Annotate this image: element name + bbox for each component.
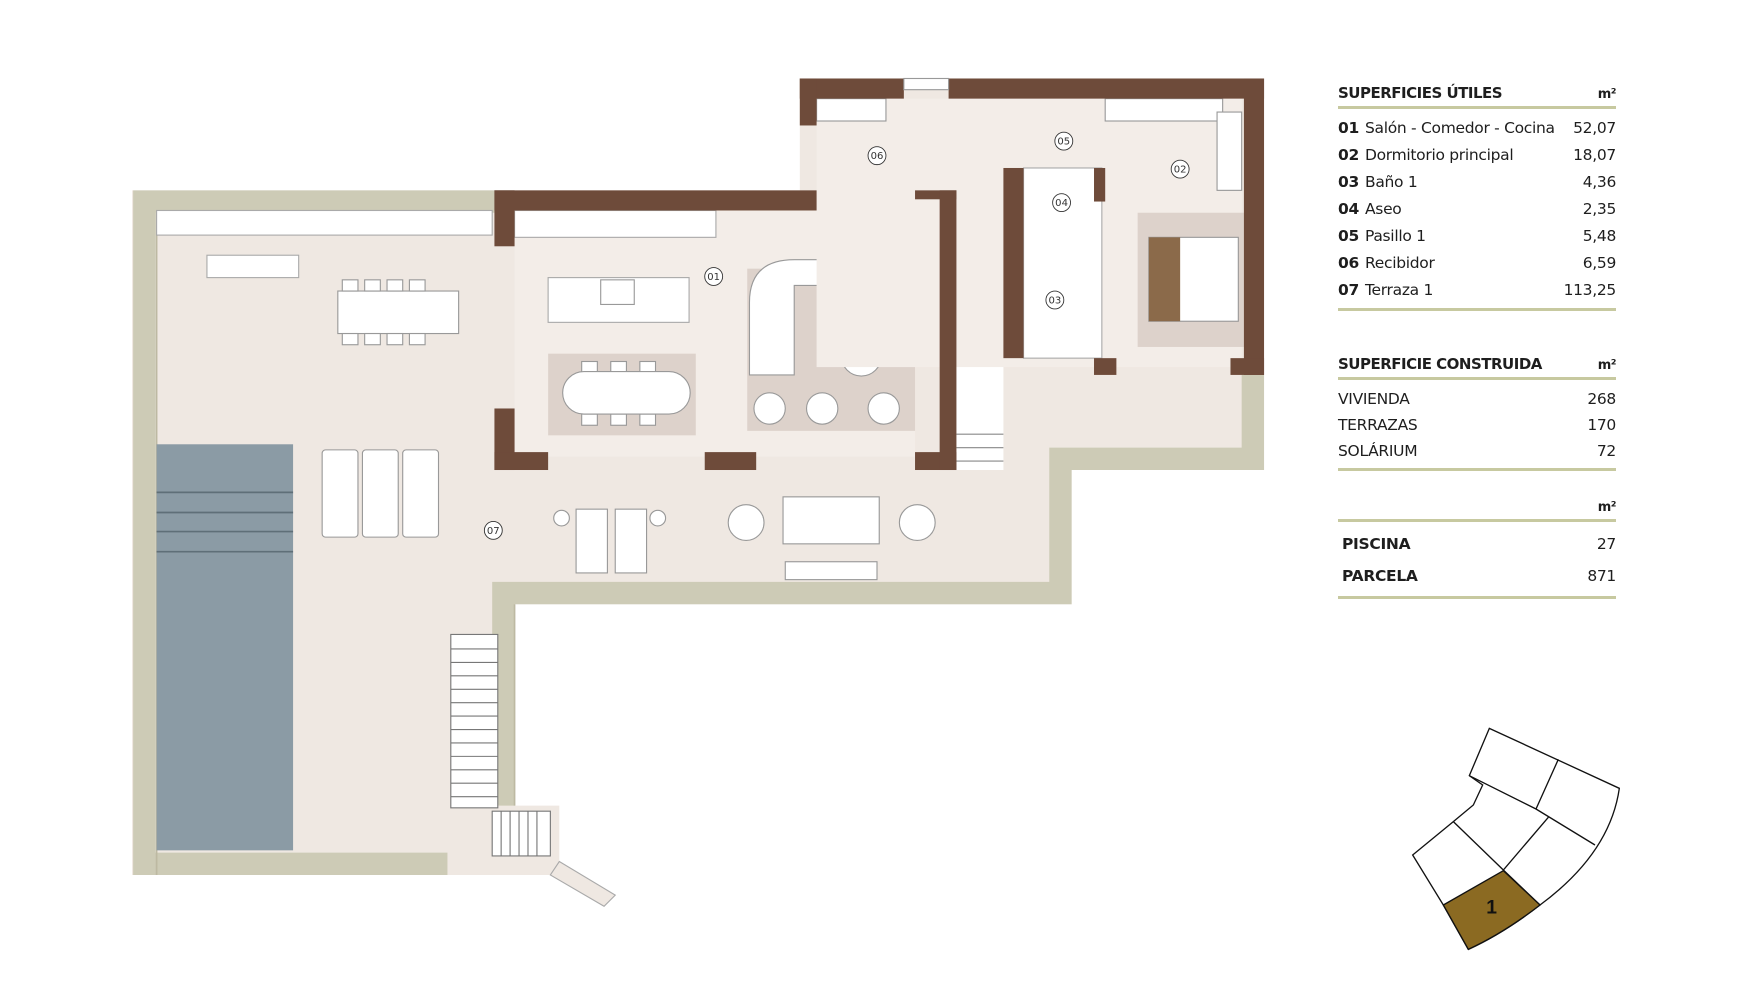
kitchen-island [547,277,690,323]
room-tag-01: 01 [707,272,720,283]
pool [156,444,294,851]
outdoor-dining-table [337,279,460,346]
table-title: SUPERFICIE CONSTRUIDA [1338,355,1542,373]
room-tag-07: 07 [487,526,500,537]
room-tag-05: 05 [1057,136,1070,147]
divider [1338,519,1616,522]
key-map-unit-label: 1 [1486,897,1497,918]
divider [1338,106,1616,109]
kitchen-counter [514,209,717,238]
room-tag-03: 03 [1048,295,1061,306]
pool-steps [156,491,294,553]
room-tag-02: 02 [1174,164,1187,175]
dining-table [562,360,691,426]
key-map-divisions [1452,759,1596,906]
window [903,77,950,91]
unit-label: m² [1597,87,1617,102]
divider [1338,308,1616,311]
room-tag-06: 06 [871,151,884,162]
house-walls [494,78,1265,471]
site-key-map: 1 [1411,727,1621,951]
unit-label: m² [1597,500,1617,515]
wardrobe [1104,98,1224,122]
bbq [206,254,300,279]
divider [1338,377,1616,380]
table-title: SUPERFICIES ÚTILES [1338,84,1503,102]
divider [1338,596,1616,599]
room-tags [483,131,1190,540]
room-tag-04: 04 [1055,198,1068,209]
cooktop [600,279,635,306]
sun-loungers [321,449,667,574]
hall-wardrobe [816,98,887,122]
outdoor-counter [156,209,493,236]
bed-throw [1148,237,1181,322]
key-map-unit-1 [1442,869,1542,951]
divider [1338,468,1616,471]
wardrobe [1216,111,1243,191]
outdoor-lounge [727,496,936,581]
unit-label: m² [1597,358,1617,373]
exterior-stairs [450,633,617,907]
terrace-wall [133,190,1265,875]
